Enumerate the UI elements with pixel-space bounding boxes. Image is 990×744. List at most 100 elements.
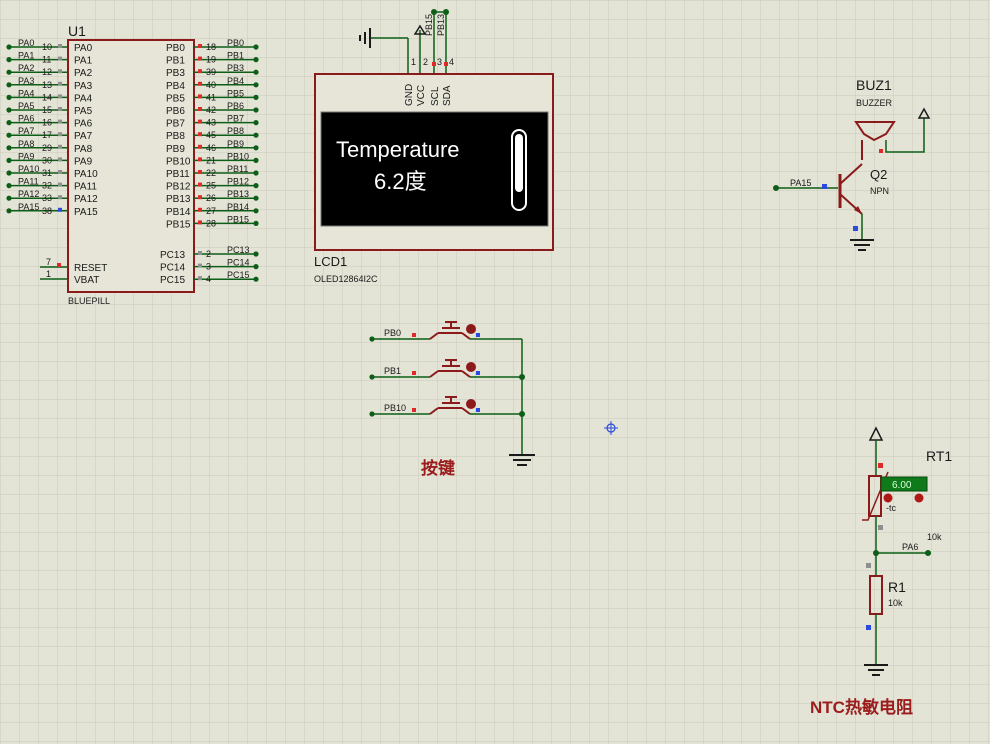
buzzer-circuit[interactable]: BUZ1 BUZZER PA15 Q2 NPN xyxy=(773,77,931,251)
u1-left-pin-name: PA7 xyxy=(74,131,93,142)
u1-right-pin-terminal[interactable] xyxy=(253,220,259,226)
u1-left-pin-terminal[interactable] xyxy=(6,44,12,50)
u1-left-net-label: PA12 xyxy=(18,189,39,199)
u1-left-pin-marker xyxy=(58,157,62,162)
lcd-net-pb13: PB13 xyxy=(436,14,446,36)
u1-right-net-label: PB9 xyxy=(227,139,244,149)
u1-right-net-label: PB15 xyxy=(227,214,249,224)
u1-right-net-label: PB10 xyxy=(227,151,249,161)
u1-pc-pin-terminal[interactable] xyxy=(253,276,259,282)
u1-ref: U1 xyxy=(68,23,86,39)
u1-right-pin-name: PB11 xyxy=(166,169,190,180)
u1-left-pin-num: 12 xyxy=(42,67,52,77)
u1-right-net-label: PB1 xyxy=(227,51,244,61)
u1-left-pin-terminal[interactable] xyxy=(6,82,12,88)
u1-right-pin-num: 42 xyxy=(206,105,216,115)
ntc-pa6-terminal xyxy=(925,550,931,556)
u1-left-pin-terminal[interactable] xyxy=(6,145,12,151)
u1-left-pin-name: PA0 xyxy=(74,43,93,54)
button-net-label: PB0 xyxy=(384,328,401,338)
button-right-marker xyxy=(476,408,480,412)
lcd-pin1-name: GND xyxy=(404,84,415,106)
r1-ref: R1 xyxy=(888,579,906,595)
u1-left-pin-terminal[interactable] xyxy=(6,57,12,63)
ntc-value: 10k xyxy=(927,532,942,542)
u1-right-pin-num: 39 xyxy=(206,67,216,77)
buzzer-pin-marker xyxy=(879,149,883,153)
pushbutton-icon[interactable] xyxy=(429,359,471,378)
u1-left-pin-marker xyxy=(58,94,62,99)
pushbutton-icon[interactable] xyxy=(429,396,471,415)
u1-left-pin-terminal[interactable] xyxy=(6,170,12,176)
ntc-down-button[interactable] xyxy=(883,493,893,503)
u1-right-pin-marker xyxy=(198,44,202,48)
ntc-body xyxy=(868,475,882,517)
buzzer-vcc-wire xyxy=(885,118,925,153)
u1-right-pin-terminal[interactable] xyxy=(253,94,259,100)
oled-screen xyxy=(320,111,549,227)
u1-left-pin-terminal[interactable] xyxy=(6,183,12,189)
ntc-ref: RT1 xyxy=(926,448,952,464)
u1-left-pin-terminal[interactable] xyxy=(6,69,12,75)
u1-right-pin-terminal[interactable] xyxy=(253,145,259,151)
vbat-pin-name: VBAT xyxy=(74,275,99,286)
button-right-marker xyxy=(476,333,480,337)
u1-right-pin-num: 19 xyxy=(206,55,216,65)
u1-left-pin-marker xyxy=(58,207,62,212)
lcd-net-pb15: PB15 xyxy=(424,14,434,36)
ntc-up-button[interactable] xyxy=(914,493,924,503)
u1-right-pin-terminal[interactable] xyxy=(253,195,259,201)
u1-right-pin-terminal[interactable] xyxy=(253,107,259,113)
u1-pc-pin-terminal[interactable] xyxy=(253,251,259,257)
u1-right-pin-num: 22 xyxy=(206,168,216,178)
u1-right-pin-num: 40 xyxy=(206,80,216,90)
u1-right-pin-terminal[interactable] xyxy=(253,132,259,138)
pushbutton-actuator[interactable] xyxy=(466,399,476,409)
lcd-sda-junction xyxy=(443,9,449,15)
pushbutton-actuator[interactable] xyxy=(466,324,476,334)
buzzer-vcc-arrow xyxy=(917,107,931,119)
u1-right-pin-terminal[interactable] xyxy=(253,157,259,163)
u1-left-pin-num: 32 xyxy=(42,181,52,191)
pushbutton-icon[interactable] xyxy=(429,321,471,340)
u1-left-pin-terminal[interactable] xyxy=(6,94,12,100)
u1-left-pin-num: 17 xyxy=(42,130,52,140)
ntc-circuit[interactable]: -tc 6.00 RT1 PA6 10k R1 10k NTC热敏电阻 xyxy=(810,426,952,717)
u1-left-pin-num: 11 xyxy=(42,55,51,65)
u1-right-pin-terminal[interactable] xyxy=(253,208,259,214)
u1-right-pin-terminal[interactable] xyxy=(253,183,259,189)
u1-pc-pin-terminal[interactable] xyxy=(253,264,259,270)
u1-left-pin-num: 29 xyxy=(42,143,52,153)
u1-right-pin-terminal[interactable] xyxy=(253,170,259,176)
u1-left-pin-terminal[interactable] xyxy=(6,120,12,126)
u1-right-pin-terminal[interactable] xyxy=(253,82,259,88)
u1-right-pin-num: 41 xyxy=(206,92,216,102)
u1-left-pin-terminal[interactable] xyxy=(6,107,12,113)
u1-left-pin-terminal[interactable] xyxy=(6,132,12,138)
button-net-label: PB10 xyxy=(384,403,406,413)
u1-pc-net-label: PC13 xyxy=(227,245,250,255)
u1-left-pin-name: PA3 xyxy=(74,81,93,92)
lcd-pin3-name: SCL xyxy=(430,86,441,106)
oled-thermometer-icon xyxy=(511,129,527,211)
ntc-net: PA6 xyxy=(902,542,918,552)
u1-left-pin-name: PA1 xyxy=(74,56,93,67)
ntc-readout-box[interactable] xyxy=(880,476,928,492)
u1-right-pin-terminal[interactable] xyxy=(253,57,259,63)
u1-left-pin-marker xyxy=(58,182,62,187)
u1-left-net-label: PA2 xyxy=(18,63,34,73)
u1-left-pin-terminal[interactable] xyxy=(6,195,12,201)
u1-left-pin-terminal[interactable] xyxy=(6,208,12,214)
u1-left-pin-num: 31 xyxy=(42,168,52,178)
lcd1-oled[interactable]: PB15 PB13 1 2 3 4 GND VCC SCL SDA Temper… xyxy=(314,9,554,284)
u1-right-pin-terminal[interactable] xyxy=(253,69,259,75)
u1-right-pin-marker xyxy=(198,195,202,200)
button-left-marker xyxy=(412,333,416,337)
u1-right-pin-terminal[interactable] xyxy=(253,44,259,50)
pushbutton-actuator[interactable] xyxy=(466,362,476,372)
u1-right-pin-terminal[interactable] xyxy=(253,120,259,126)
u1-left-pin-terminal[interactable] xyxy=(6,157,12,163)
